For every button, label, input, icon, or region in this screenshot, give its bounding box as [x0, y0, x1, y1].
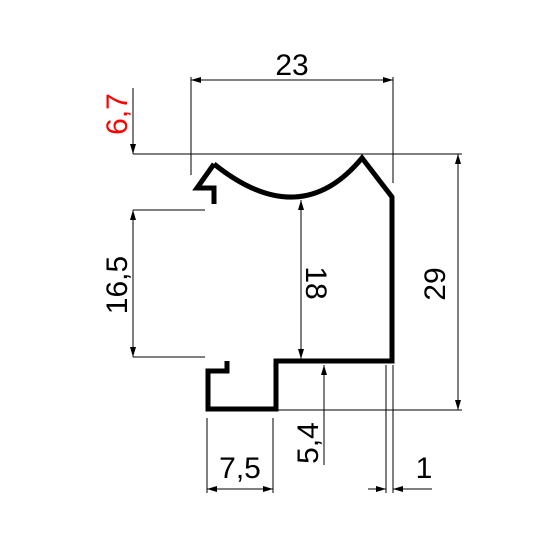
dim-label-bottom-width: 7,5: [219, 452, 261, 485]
dim-label-total-height: 29: [419, 267, 452, 300]
dim-label-left-height: 16,5: [101, 256, 134, 314]
dim-label-bottom-step: 5,4: [292, 422, 325, 464]
dim-label-wall-thickness: 1: [416, 452, 433, 485]
dim-label-top-width: 23: [275, 49, 308, 82]
frame-profile-outline: [205, 153, 395, 412]
dim-label-inner-height: 18: [299, 266, 332, 299]
frame-profile-lip: [192, 162, 217, 204]
dim-label-top-offset: 6,7: [101, 93, 134, 135]
